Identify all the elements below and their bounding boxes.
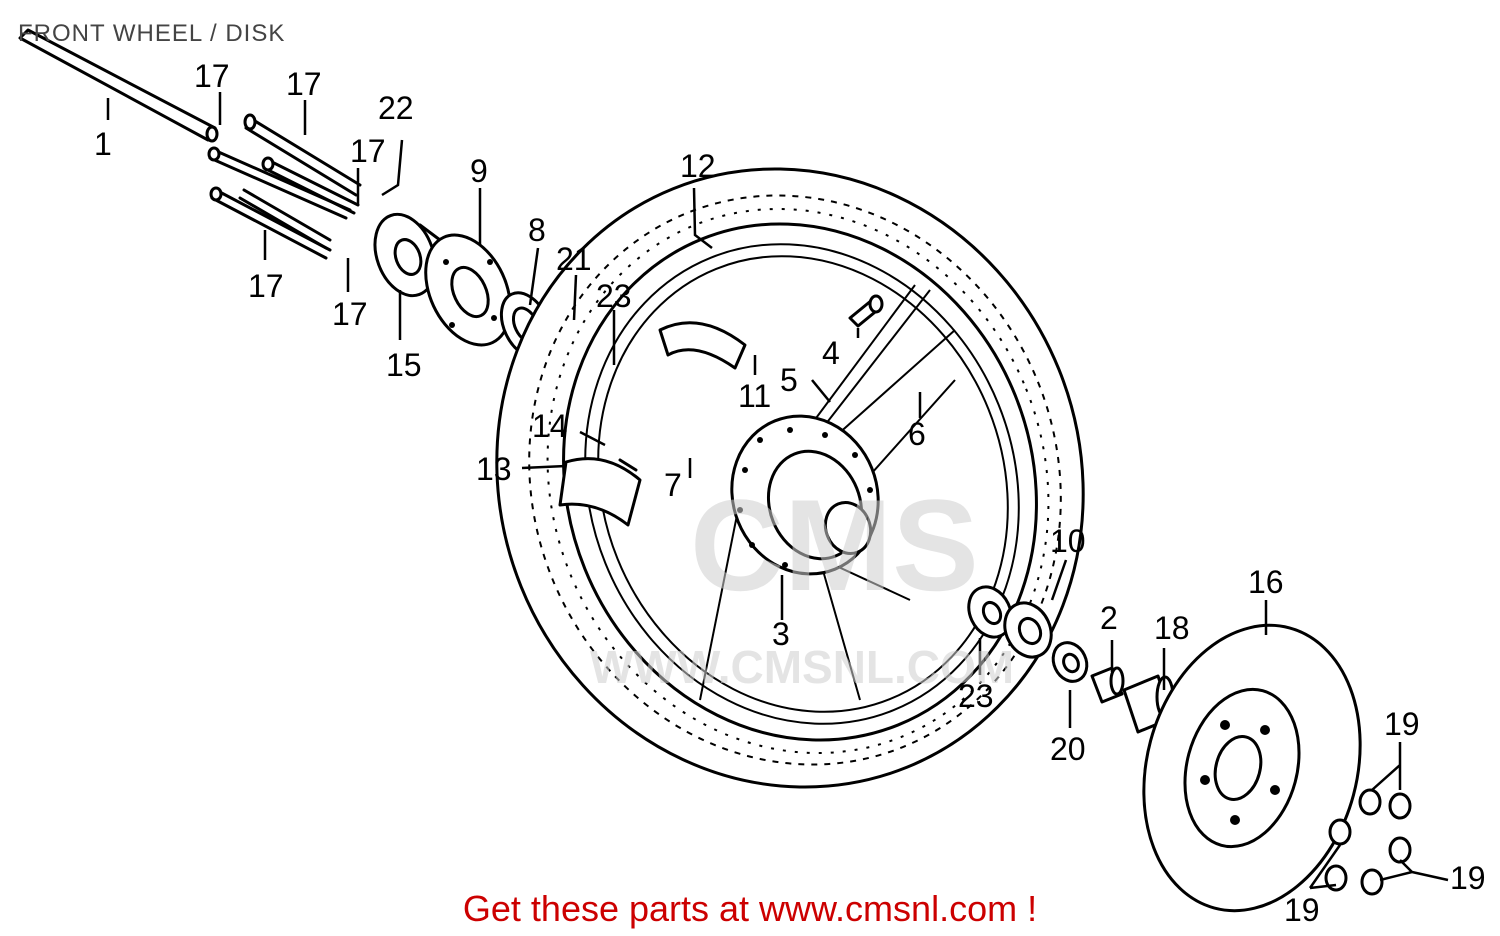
callout-1: 1 bbox=[94, 126, 112, 162]
callout-17-a: 17 bbox=[194, 58, 230, 94]
disk-nut-parts bbox=[1324, 788, 1412, 896]
axle-part bbox=[18, 28, 219, 143]
hub-part bbox=[730, 414, 880, 576]
bolt-parts bbox=[207, 113, 362, 260]
callout-5: 5 bbox=[780, 362, 798, 398]
callout-3: 3 bbox=[772, 616, 790, 652]
diagram-title: FRONT WHEEL / DISK bbox=[18, 20, 286, 47]
side-seal-part bbox=[1051, 641, 1089, 683]
promo-link[interactable]: Get these parts at www.cmsnl.com ! bbox=[462, 888, 1038, 929]
callout-17-c: 17 bbox=[350, 133, 386, 169]
callout-23-upper: 23 bbox=[596, 278, 632, 314]
callout-6: 6 bbox=[908, 416, 926, 452]
bearing-lower-part bbox=[967, 585, 1013, 639]
callout-23-lower: 23 bbox=[958, 678, 994, 714]
brake-disk-part bbox=[1142, 623, 1362, 913]
callout-19-b: 19 bbox=[1450, 860, 1486, 896]
callout-7: 7 bbox=[664, 467, 682, 503]
callout-20: 20 bbox=[1050, 731, 1086, 767]
callout-4: 4 bbox=[822, 335, 840, 371]
rim-part bbox=[584, 243, 1020, 725]
promo-footer: Get these parts at www.cmsnl.com ! bbox=[0, 888, 1500, 930]
callout-10: 10 bbox=[1050, 523, 1086, 559]
leader-lines bbox=[106, 92, 1449, 890]
callout-8: 8 bbox=[528, 212, 546, 248]
callout-13: 13 bbox=[476, 451, 512, 487]
callout-19-a: 19 bbox=[1384, 706, 1420, 742]
callout-17-e: 17 bbox=[332, 296, 368, 332]
callout-22: 22 bbox=[378, 90, 414, 126]
callout-17-d: 17 bbox=[248, 268, 284, 304]
valve-part bbox=[848, 294, 884, 328]
callout-15: 15 bbox=[386, 347, 422, 383]
side-collar-part bbox=[1090, 666, 1125, 704]
callout-9: 9 bbox=[470, 153, 488, 189]
callout-14: 14 bbox=[532, 408, 568, 444]
callout-17-b: 17 bbox=[286, 66, 322, 102]
rim-band-part bbox=[558, 321, 747, 527]
callout-19-c: 19 bbox=[1284, 892, 1320, 928]
retainer-plate-part bbox=[424, 233, 512, 347]
dust-seal-part bbox=[1003, 601, 1053, 659]
callout-2: 2 bbox=[1100, 600, 1118, 636]
speedometer-gearbox-part bbox=[373, 212, 442, 298]
callout-18: 18 bbox=[1154, 610, 1190, 646]
callout-16: 16 bbox=[1248, 564, 1284, 600]
callout-21: 21 bbox=[556, 241, 592, 277]
callout-11: 11 bbox=[738, 378, 772, 414]
callout-12: 12 bbox=[680, 148, 716, 184]
